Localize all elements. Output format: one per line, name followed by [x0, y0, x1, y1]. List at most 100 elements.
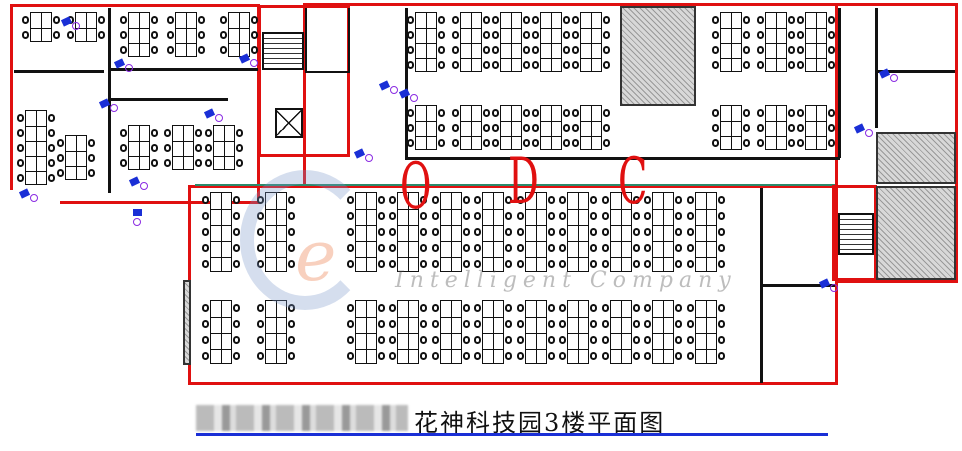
chair [505, 336, 512, 344]
title-redacted [196, 405, 408, 431]
desk-cluster [65, 135, 87, 180]
chair [378, 212, 385, 220]
desk-cluster [265, 300, 287, 364]
chair [712, 15, 719, 24]
chair [432, 352, 439, 360]
chair [572, 138, 579, 147]
chair [432, 260, 439, 268]
chair [98, 15, 105, 24]
chair [633, 352, 640, 360]
chair [687, 304, 694, 312]
chair [603, 108, 610, 117]
sensor-icon [140, 182, 148, 190]
chair [463, 228, 470, 236]
chair [517, 336, 524, 344]
chair [718, 196, 725, 204]
chair [389, 352, 396, 360]
desk-cluster [415, 12, 437, 72]
chair [559, 196, 566, 204]
chair [633, 212, 640, 220]
chair [492, 108, 499, 117]
chair [389, 228, 396, 236]
chair [233, 304, 240, 312]
desk-cluster [720, 12, 742, 72]
chair [505, 260, 512, 268]
chair [378, 304, 385, 312]
chair [590, 304, 597, 312]
chair [718, 260, 725, 268]
chair [474, 244, 481, 252]
desk-cluster [482, 300, 504, 364]
desk-cluster [540, 12, 562, 72]
chair [202, 244, 209, 252]
sensor-icon [410, 94, 418, 102]
chair [757, 30, 764, 39]
chair [463, 336, 470, 344]
chair [483, 60, 490, 69]
chair [548, 196, 555, 204]
chair [420, 352, 427, 360]
chair [67, 30, 74, 39]
chair [407, 60, 414, 69]
chair [378, 320, 385, 328]
chair [251, 15, 258, 24]
chair [463, 320, 470, 328]
desk-cluster [355, 300, 377, 364]
chair [22, 15, 29, 24]
chair [675, 352, 682, 360]
desk-cluster [172, 125, 194, 170]
chair [718, 304, 725, 312]
chair [202, 352, 209, 360]
chair [151, 143, 158, 152]
chair [120, 15, 127, 24]
chair [257, 320, 264, 328]
chair [120, 143, 127, 152]
chair [712, 60, 719, 69]
chair [257, 304, 264, 312]
chair [48, 143, 55, 152]
chair [202, 304, 209, 312]
chair [743, 30, 750, 39]
chair [492, 138, 499, 147]
wall [14, 70, 104, 73]
chair [389, 336, 396, 344]
chair [505, 244, 512, 252]
chair [687, 212, 694, 220]
desk-cluster [765, 105, 787, 150]
chair [220, 30, 227, 39]
chair [463, 304, 470, 312]
chair [48, 158, 55, 167]
chair [590, 320, 597, 328]
chair [407, 108, 414, 117]
chair [505, 304, 512, 312]
chair [48, 113, 55, 122]
chair [236, 158, 243, 167]
chair [151, 15, 158, 24]
chair [757, 138, 764, 147]
chair [432, 244, 439, 252]
chair [17, 113, 24, 122]
chair [407, 138, 414, 147]
chair [602, 260, 609, 268]
chair [559, 352, 566, 360]
chair [257, 336, 264, 344]
chair [828, 123, 835, 132]
sensor-icon [215, 114, 223, 122]
chair [548, 228, 555, 236]
chair [590, 352, 597, 360]
chair [420, 320, 427, 328]
chair [195, 143, 202, 152]
chair [233, 244, 240, 252]
chair [438, 138, 445, 147]
chair [559, 320, 566, 328]
chair [202, 336, 209, 344]
elevator [275, 108, 303, 138]
chair [347, 352, 354, 360]
chair [233, 352, 240, 360]
chair [432, 304, 439, 312]
chair [251, 45, 258, 54]
chair [378, 336, 385, 344]
chair [474, 304, 481, 312]
chair [120, 30, 127, 39]
chair [687, 196, 694, 204]
